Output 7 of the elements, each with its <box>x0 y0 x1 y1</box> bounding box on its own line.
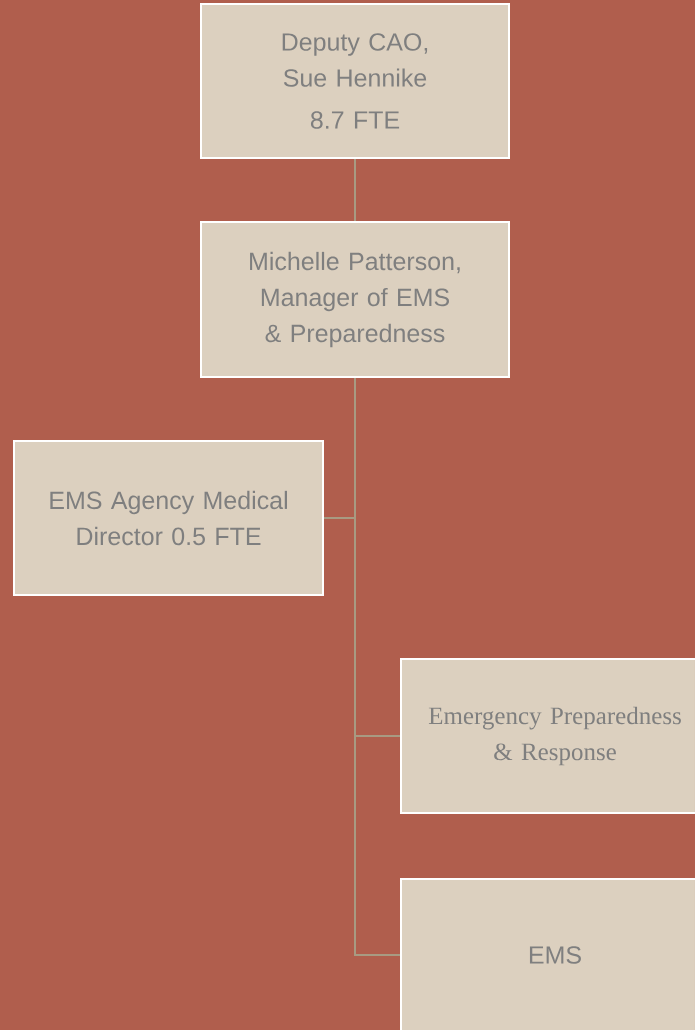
org-box: Emergency Preparedness & Response <box>400 658 695 814</box>
org-box: EMS <box>400 878 695 1030</box>
org-box: Deputy CAO, Sue Hennike 8.7 FTE <box>200 3 510 159</box>
org-box: Michelle Patterson, Manager of EMS & Preparedness <box>200 221 510 378</box>
org-box: EMS Agency Medical Director 0.5 FTE <box>13 440 324 596</box>
connector-line <box>354 377 401 956</box>
connector-line <box>354 158 356 222</box>
